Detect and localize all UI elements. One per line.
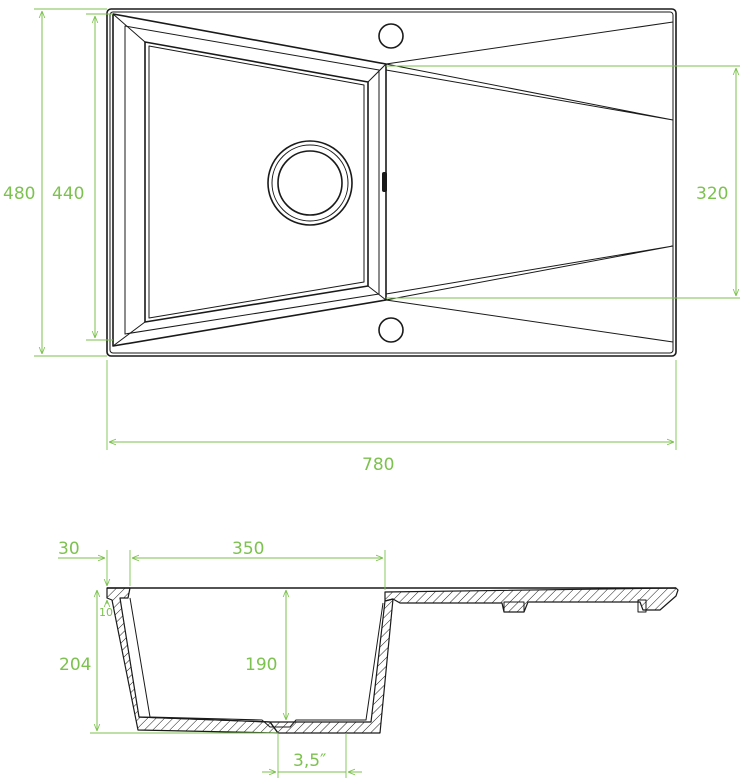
bowl-floor-inner xyxy=(148,45,365,319)
bowl-inner-profile xyxy=(129,597,384,728)
drain-outer-ring xyxy=(267,140,353,226)
bowl-floor-edge xyxy=(144,41,369,323)
overall-height-label: 204 xyxy=(59,655,91,675)
bowl-depth-label: 440 xyxy=(52,184,84,204)
drainer-width-label: 320 xyxy=(696,184,728,204)
overall-width-label: 780 xyxy=(362,455,394,475)
bowl-corner-line xyxy=(112,13,146,43)
drain-middle-ring xyxy=(271,144,349,222)
tap-hole-top xyxy=(378,23,404,49)
rim-offset-label: 30 xyxy=(58,539,80,559)
drainer-groove-top xyxy=(385,21,674,121)
bowl-corner-line xyxy=(367,63,387,83)
overall-depth-label: 480 xyxy=(3,184,35,204)
bowl-width-label: 350 xyxy=(232,539,264,559)
plan-view: 480 440 320 780 xyxy=(3,8,740,475)
drainer-foot xyxy=(503,601,525,613)
drainer-groove-bottom xyxy=(385,245,674,343)
section-view: 30 350 10 204 190 3,5″ xyxy=(58,539,679,778)
bowl-height-label: 190 xyxy=(245,655,277,675)
bowl-bevel-edge xyxy=(124,25,380,335)
sink-outer-outline xyxy=(106,8,677,357)
drain-inner-ring xyxy=(277,150,343,216)
drainer-foot xyxy=(637,599,647,613)
rim-thickness-label: 10 xyxy=(99,606,113,619)
drainer-section xyxy=(384,587,679,613)
sink-outer-rim-inner xyxy=(109,11,674,354)
waste-diameter-label: 3,5″ xyxy=(293,751,326,771)
tap-hole-bottom xyxy=(378,317,404,343)
bowl-corner-line xyxy=(367,285,387,301)
bowl-corner-line xyxy=(112,321,146,347)
